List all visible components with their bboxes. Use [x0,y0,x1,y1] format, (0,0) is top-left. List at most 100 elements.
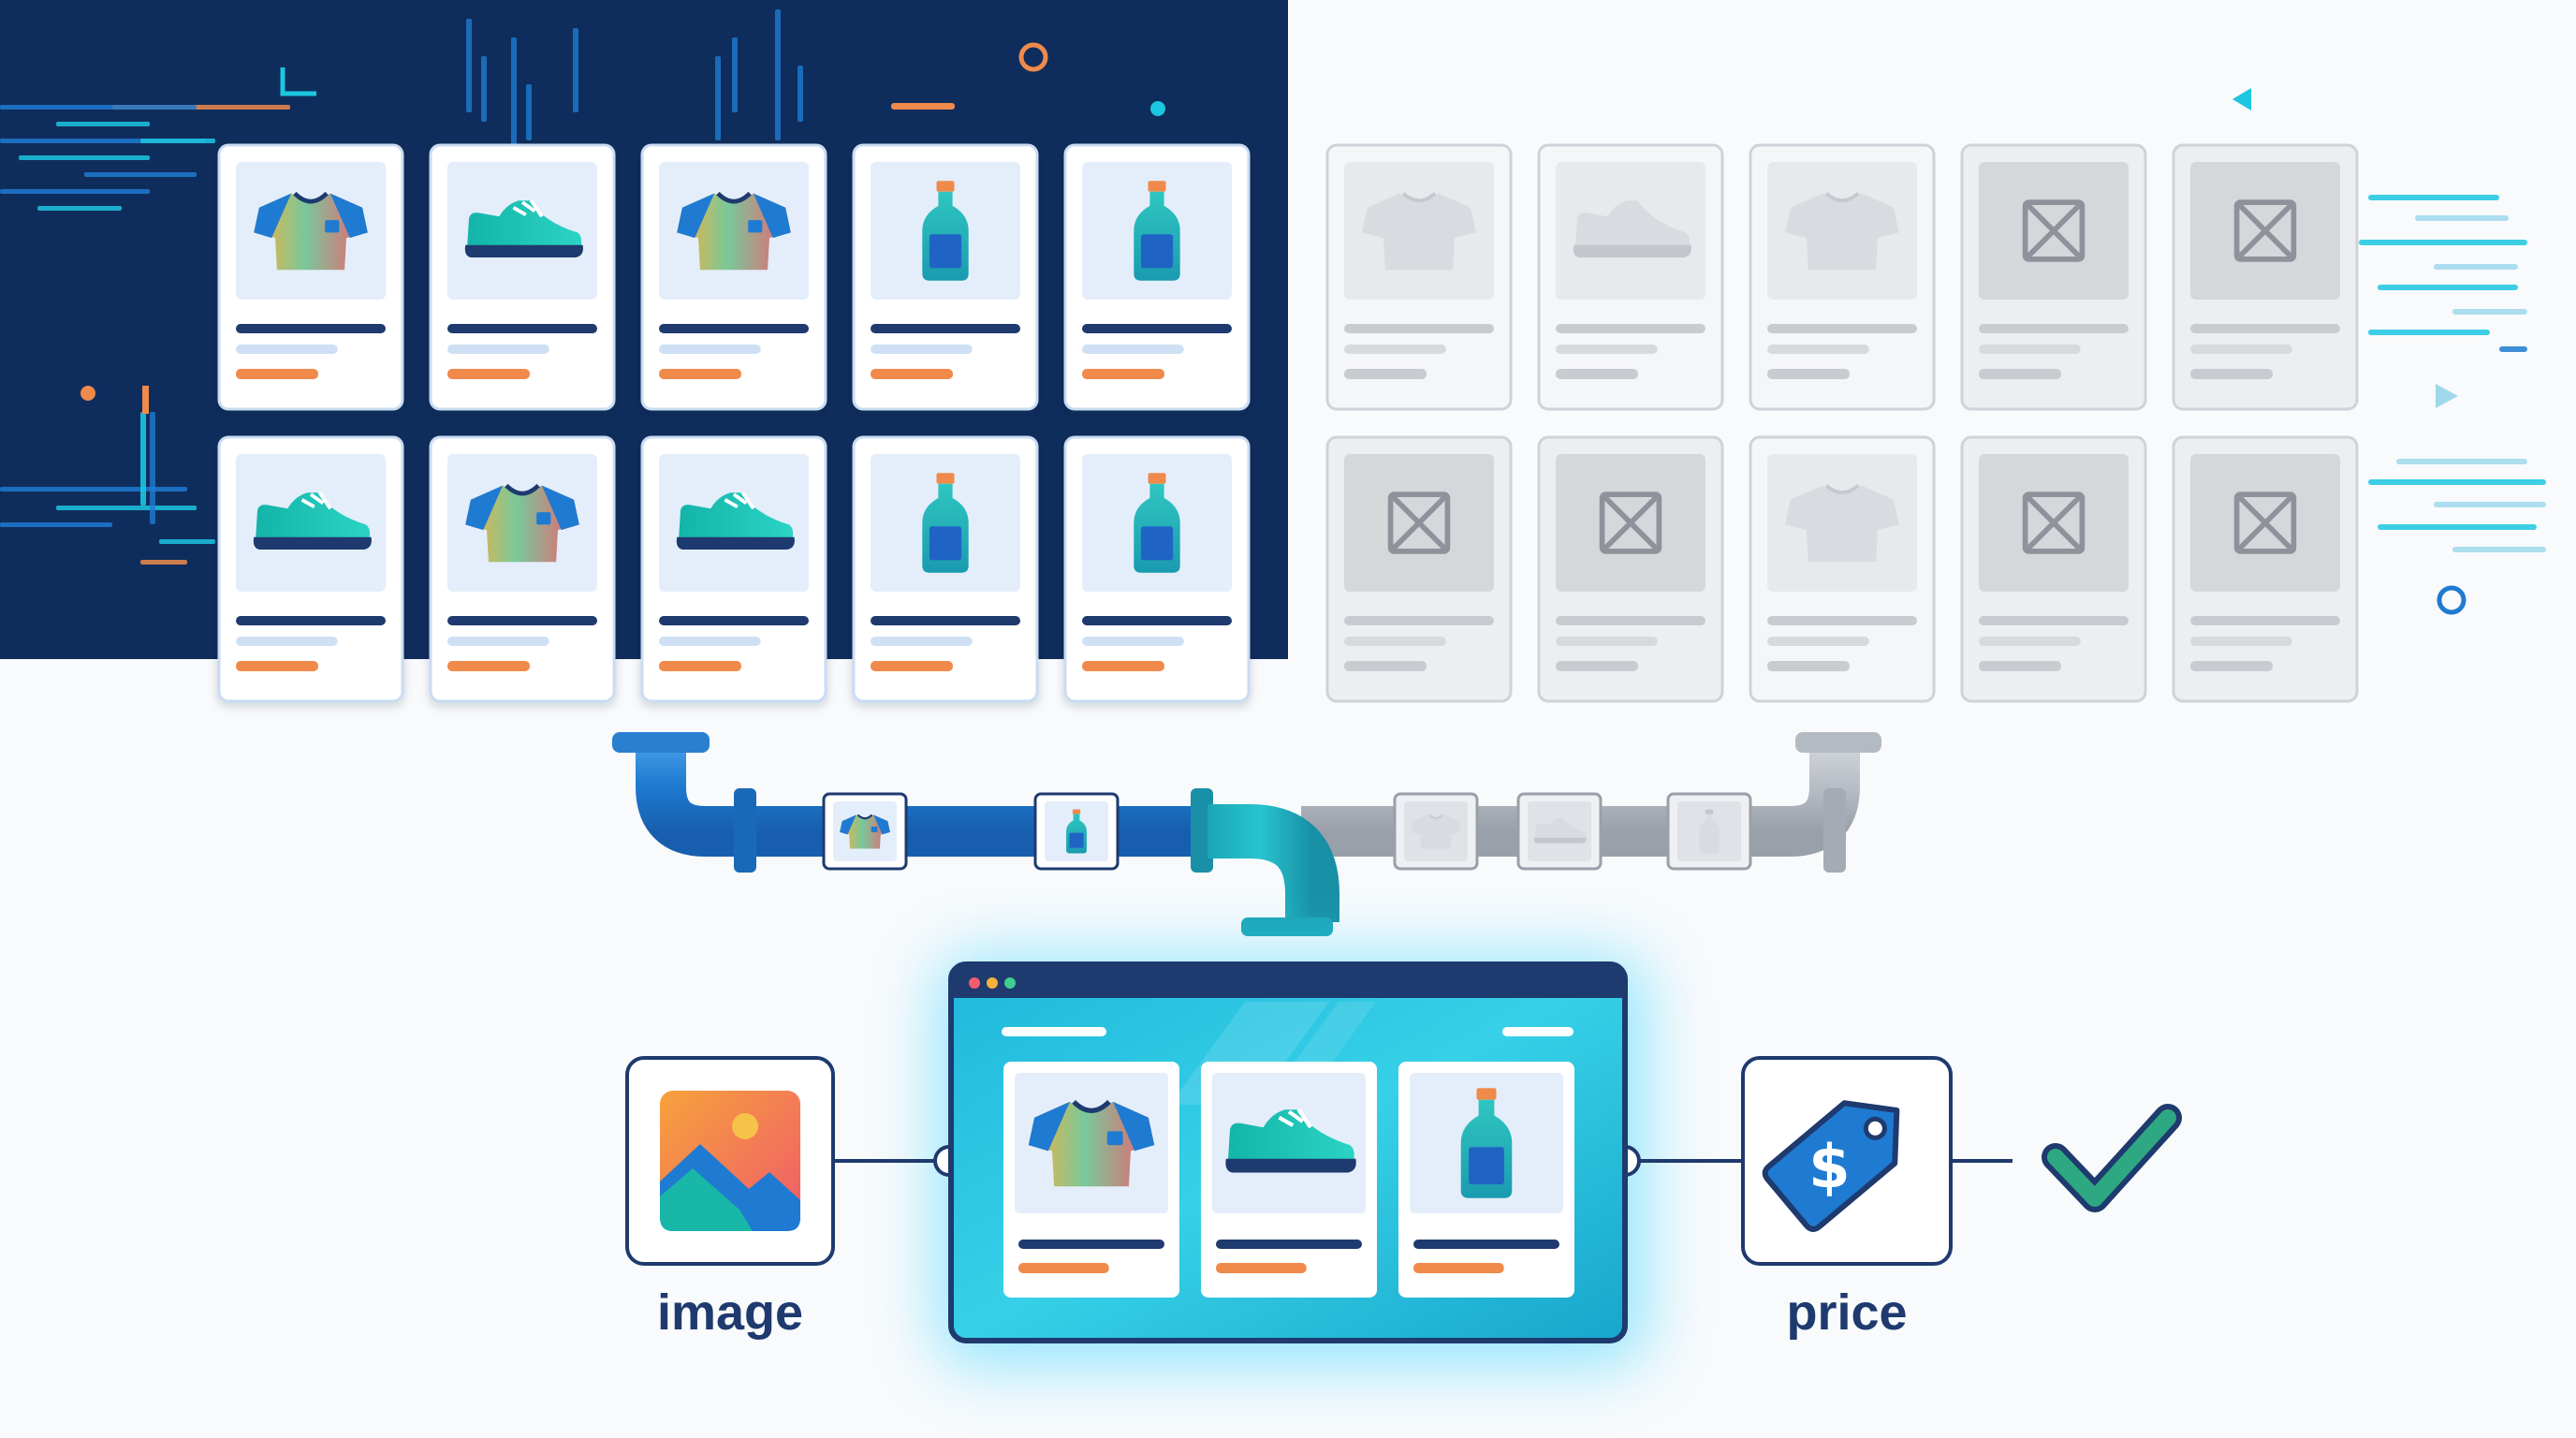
data-streak [2368,330,2490,335]
product-price-bar [1767,661,1850,671]
shirt-icon [465,483,579,563]
data-streak [140,139,215,143]
data-streak [573,28,578,112]
data-streak [0,487,187,492]
source-product-grid [217,143,1251,703]
corner-bracket-decor [280,67,316,96]
product-title-bar [871,324,1020,333]
product-price-bar [2190,661,2273,671]
broken-image-icon [2022,492,2086,554]
data-streak [481,56,487,122]
product-card [640,143,827,411]
product-subtitle-bar [1344,637,1446,646]
data-streak [2378,285,2518,290]
product-price-bar [871,369,953,379]
product-card [852,435,1039,703]
data-streak [2396,459,2527,464]
broken-image-icon [2233,199,2297,262]
faded-product-grid [1325,143,2359,703]
product-price-bar [1556,369,1638,379]
data-streak [56,506,197,510]
product-subtitle-bar [871,637,973,646]
dot-decor [80,386,95,401]
data-streak [2368,479,2546,485]
product-subtitle-bar [1556,345,1658,354]
window-minimize-dot [987,977,998,989]
pipe-item-tile [1393,792,1479,871]
product-title-bar [2190,616,2340,625]
product-subtitle-bar [236,637,338,646]
data-streak [159,539,215,544]
data-streak [2452,547,2546,552]
data-streak [0,189,150,194]
product-subtitle-bar [2190,637,2292,646]
product-card [1749,435,1936,703]
image-icon [660,1091,800,1231]
data-streaks-right [2359,195,2546,552]
product-title-bar [1082,616,1232,625]
browser-product-card [1201,1062,1377,1298]
ring-decor [1018,42,1048,72]
shirt-icon [1028,1099,1155,1187]
data-streak [798,66,803,122]
data-streak [466,19,472,112]
product-title-bar [447,324,597,333]
data-streak [140,412,146,506]
product-price-bar [1979,369,2061,379]
shirt-icon [254,191,368,271]
price-field-box: $ [1741,1056,1953,1266]
product-title-bar [1344,324,1494,333]
product-card [640,435,827,703]
shirt-icon [1411,814,1461,849]
data-streak [84,172,197,177]
data-pipeline [612,732,1881,936]
browser-titlebar [954,967,1622,998]
browser-menu-bar [1502,1027,1573,1036]
pipe-item-tile [1033,792,1120,871]
data-streak [775,9,781,140]
product-subtitle-bar [1979,637,2081,646]
shirt-icon [1785,484,1899,563]
product-subtitle-bar [1082,637,1184,646]
decorative-shapes [80,42,2466,615]
shirt-icon [1785,192,1899,271]
browser-product-cards [1003,1062,1574,1298]
blue-pipe-cap [612,732,710,753]
data-streak [2415,215,2509,221]
triangle-decor [2436,384,2458,408]
product-card [1063,143,1251,411]
product-subtitle-bar [447,345,549,354]
product-title-bar [659,324,809,333]
shirt-icon [1362,192,1476,271]
product-title-bar [1556,616,1705,625]
blue-pipe [636,740,1217,857]
product-title-bar [236,616,386,625]
product-card [1325,435,1513,703]
product-card [2172,435,2359,703]
product-subtitle-bar [1767,345,1869,354]
product-subtitle-bar [2190,345,2292,354]
data-streak [150,412,155,524]
data-streak [2452,309,2527,315]
data-streak [2499,346,2527,352]
product-title-bar [1979,616,2129,625]
shoe-icon [676,492,795,550]
product-title-bar [1082,324,1232,333]
data-streak [2434,264,2518,270]
triangle-decor [2232,88,2251,110]
product-title-bar [659,616,809,625]
data-streak [511,37,517,150]
product-title-bar [871,616,1020,625]
blue-pipe-joint [734,788,756,873]
data-streak [2378,524,2537,530]
pipe-items [822,792,1752,871]
gray-pipe-joint [1823,788,1846,873]
shoe-icon [253,492,372,550]
product-price-bar [1082,661,1164,671]
product-title-bar [1556,324,1705,333]
bottle-icon [922,473,969,573]
browser-window [948,961,1628,1343]
data-streak [2359,240,2527,245]
product-card [1325,143,1513,411]
